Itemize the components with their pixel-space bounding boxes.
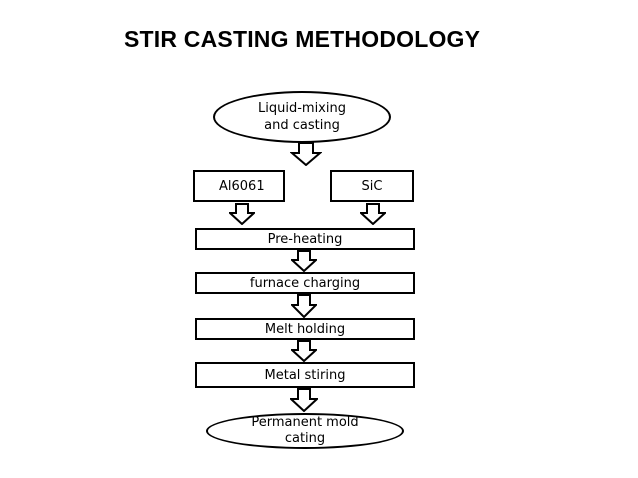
furnace-charging-label: furnace charging (249, 275, 361, 291)
metal-stirring-box: Metal stiring (195, 362, 415, 388)
arrow-down-icon (290, 388, 318, 412)
end-ellipse: Permanent mold cating (206, 413, 404, 449)
melt-holding-label: Melt holding (264, 321, 346, 337)
al6061-box: Al6061 (193, 170, 285, 202)
preheating-box: Pre-heating (195, 228, 415, 250)
arrow-down-icon (291, 250, 317, 272)
melt-holding-box: Melt holding (195, 318, 415, 340)
arrow-down-icon (291, 294, 317, 318)
furnace-charging-box: furnace charging (195, 272, 415, 294)
end-label: Permanent mold cating (251, 415, 359, 446)
metal-stirring-label: Metal stiring (264, 367, 346, 383)
start-ellipse: Liquid-mixing and casting (213, 91, 391, 143)
arrow-down-icon (290, 142, 322, 166)
al6061-label: Al6061 (219, 178, 265, 194)
arrow-down-icon (291, 340, 317, 362)
arrow-down-icon (360, 203, 386, 225)
preheating-label: Pre-heating (267, 231, 343, 247)
sic-label: SiC (361, 178, 383, 194)
arrow-down-icon (229, 203, 255, 225)
sic-box: SiC (330, 170, 414, 202)
diagram-title: STIR CASTING METHODOLOGY (124, 26, 481, 52)
start-label: Liquid-mixing and casting (258, 101, 346, 133)
